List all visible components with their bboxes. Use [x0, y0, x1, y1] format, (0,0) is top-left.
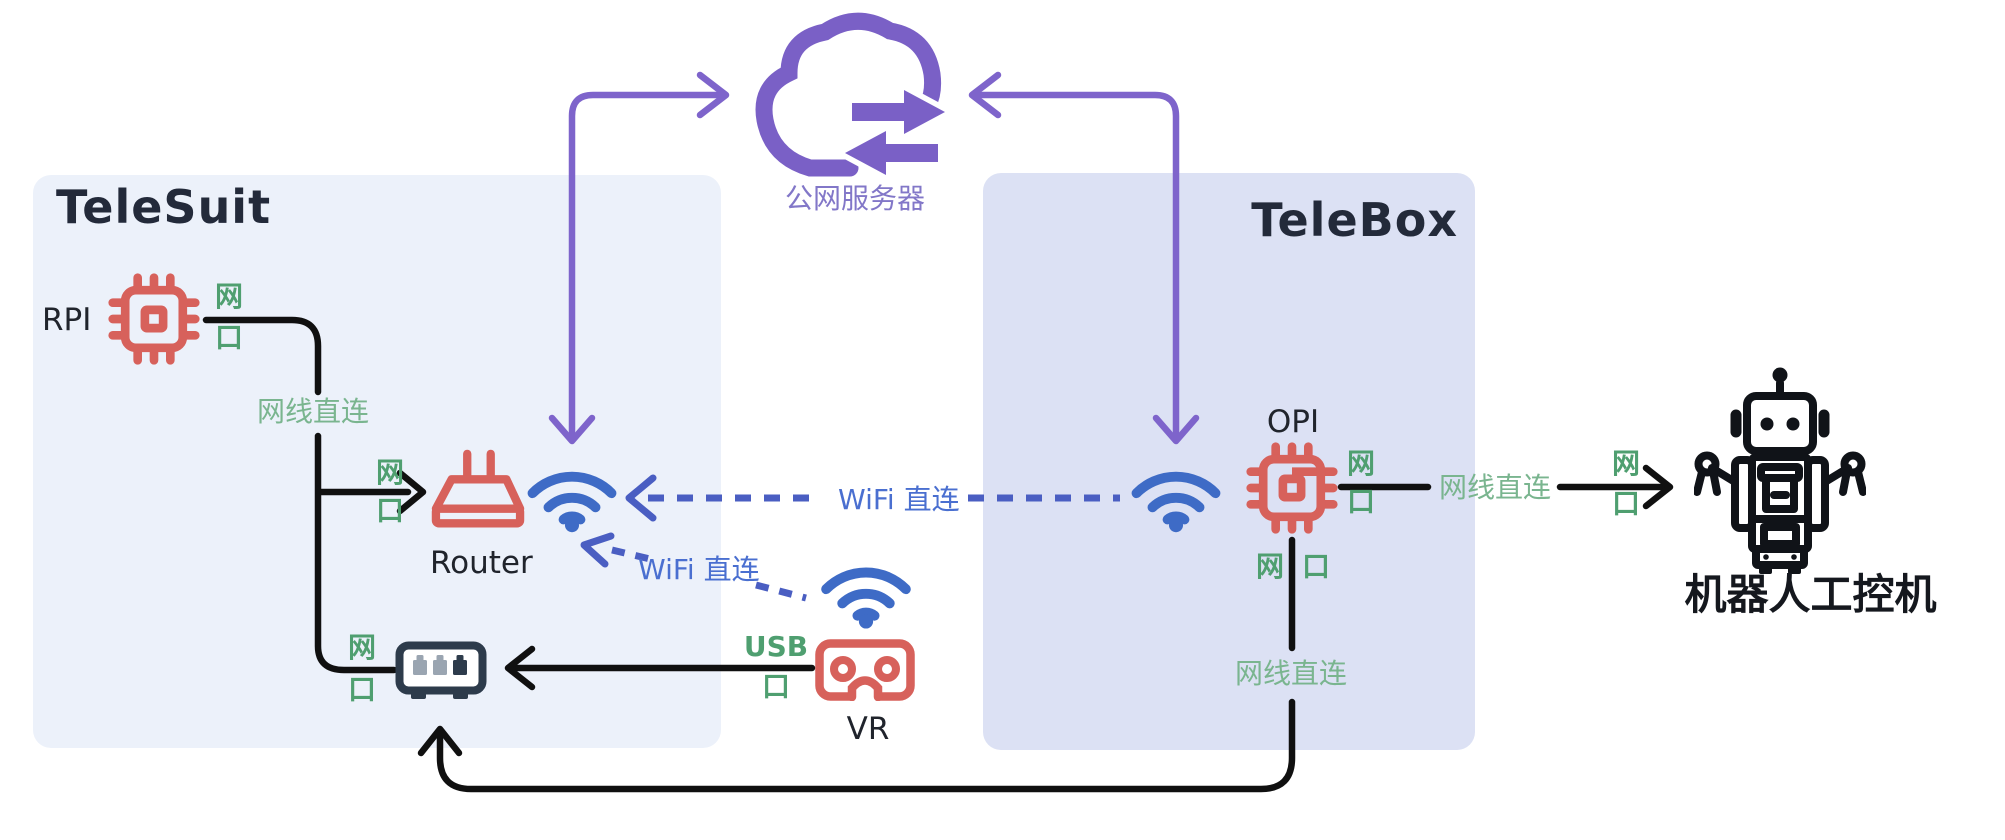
telebox-box	[983, 173, 1475, 750]
wifi-diag-arrowhead	[580, 532, 615, 568]
switch-port-label: 网 口	[348, 634, 376, 704]
wifi-long-arrowhead	[625, 474, 657, 522]
rpi-label: RPI	[42, 302, 92, 338]
net-char: 网	[1256, 550, 1285, 583]
opi-chip-icon	[1246, 442, 1338, 534]
vr-headset-icon	[815, 639, 915, 701]
wifi-dash-diag-a	[611, 546, 651, 563]
vr-usb-port-label: USB 口	[744, 633, 808, 701]
kou-char: 口	[348, 673, 377, 706]
switch-bottom-arrowhead	[417, 725, 463, 757]
wire-junction-to-switch	[314, 432, 398, 674]
net-char: 网	[1347, 447, 1376, 480]
rpi-chip-icon	[108, 273, 200, 365]
wire-rpi-to-junction	[202, 316, 322, 396]
opi-label: OPI	[1266, 404, 1320, 440]
robot-icon	[1694, 367, 1866, 574]
kou-char: 口	[376, 494, 405, 527]
wifi-dash-diag-b	[755, 581, 807, 602]
cloud-server-icon	[755, 12, 951, 181]
telesuit-title: TeleSuit	[56, 180, 272, 234]
telebox-wifi-icon	[1131, 471, 1221, 533]
wifi-direct-label-diag: WiFi 直连	[638, 553, 760, 586]
robot-arrowhead	[1642, 464, 1674, 510]
net-char: 网	[1612, 447, 1641, 480]
cloud-link-telesuit-arrow	[548, 71, 730, 445]
switch-icon	[395, 641, 487, 699]
router-arrowhead	[396, 469, 427, 515]
router-port-label: 网 口	[376, 459, 404, 525]
cloud-link-telebox-arrow	[968, 71, 1200, 445]
kou-char: 口	[215, 321, 244, 354]
cloud-server-label: 公网服务器	[784, 182, 925, 215]
wifi-direct-label-long: WiFi 直连	[838, 483, 960, 516]
opi-right-port-label: 网 口	[1347, 450, 1375, 516]
ethernet-direct-label-opi-robot: 网线直连	[1439, 471, 1552, 504]
robot-port-label: 网 口	[1612, 450, 1640, 518]
net-char: 网	[376, 456, 405, 489]
router-icon	[431, 449, 525, 528]
ethernet-direct-label-telebox: 网线直连	[1235, 657, 1348, 690]
switch-ports	[413, 655, 467, 675]
vr-label: VR	[846, 711, 890, 747]
telebox-title: TeleBox	[1251, 193, 1458, 247]
telesuit-box	[33, 175, 721, 748]
net-char: 网	[215, 280, 244, 313]
kou-char: 口	[1302, 550, 1331, 583]
kou-char: 口	[1612, 487, 1641, 520]
rpi-port-label: 网 口	[215, 283, 243, 352]
router-label: Router	[430, 545, 533, 581]
kou-char: 口	[1347, 485, 1376, 518]
wire-opi-down-to-switch	[436, 698, 1296, 793]
opi-bottom-port-label: 网 口	[1256, 553, 1330, 581]
robot-label: 机器人工控机	[1684, 570, 1937, 619]
switch-left-arrowhead	[504, 645, 536, 691]
kou-char: 口	[761, 670, 790, 703]
router-wifi-icon	[527, 471, 617, 533]
net-char: 网	[348, 631, 377, 664]
vr-wifi-icon	[821, 567, 911, 629]
sync-arrow-left	[839, 125, 944, 181]
usb-label: USB	[743, 630, 809, 663]
ethernet-direct-label-telesuit: 网线直连	[257, 395, 370, 428]
sync-arrow-right	[846, 84, 951, 140]
